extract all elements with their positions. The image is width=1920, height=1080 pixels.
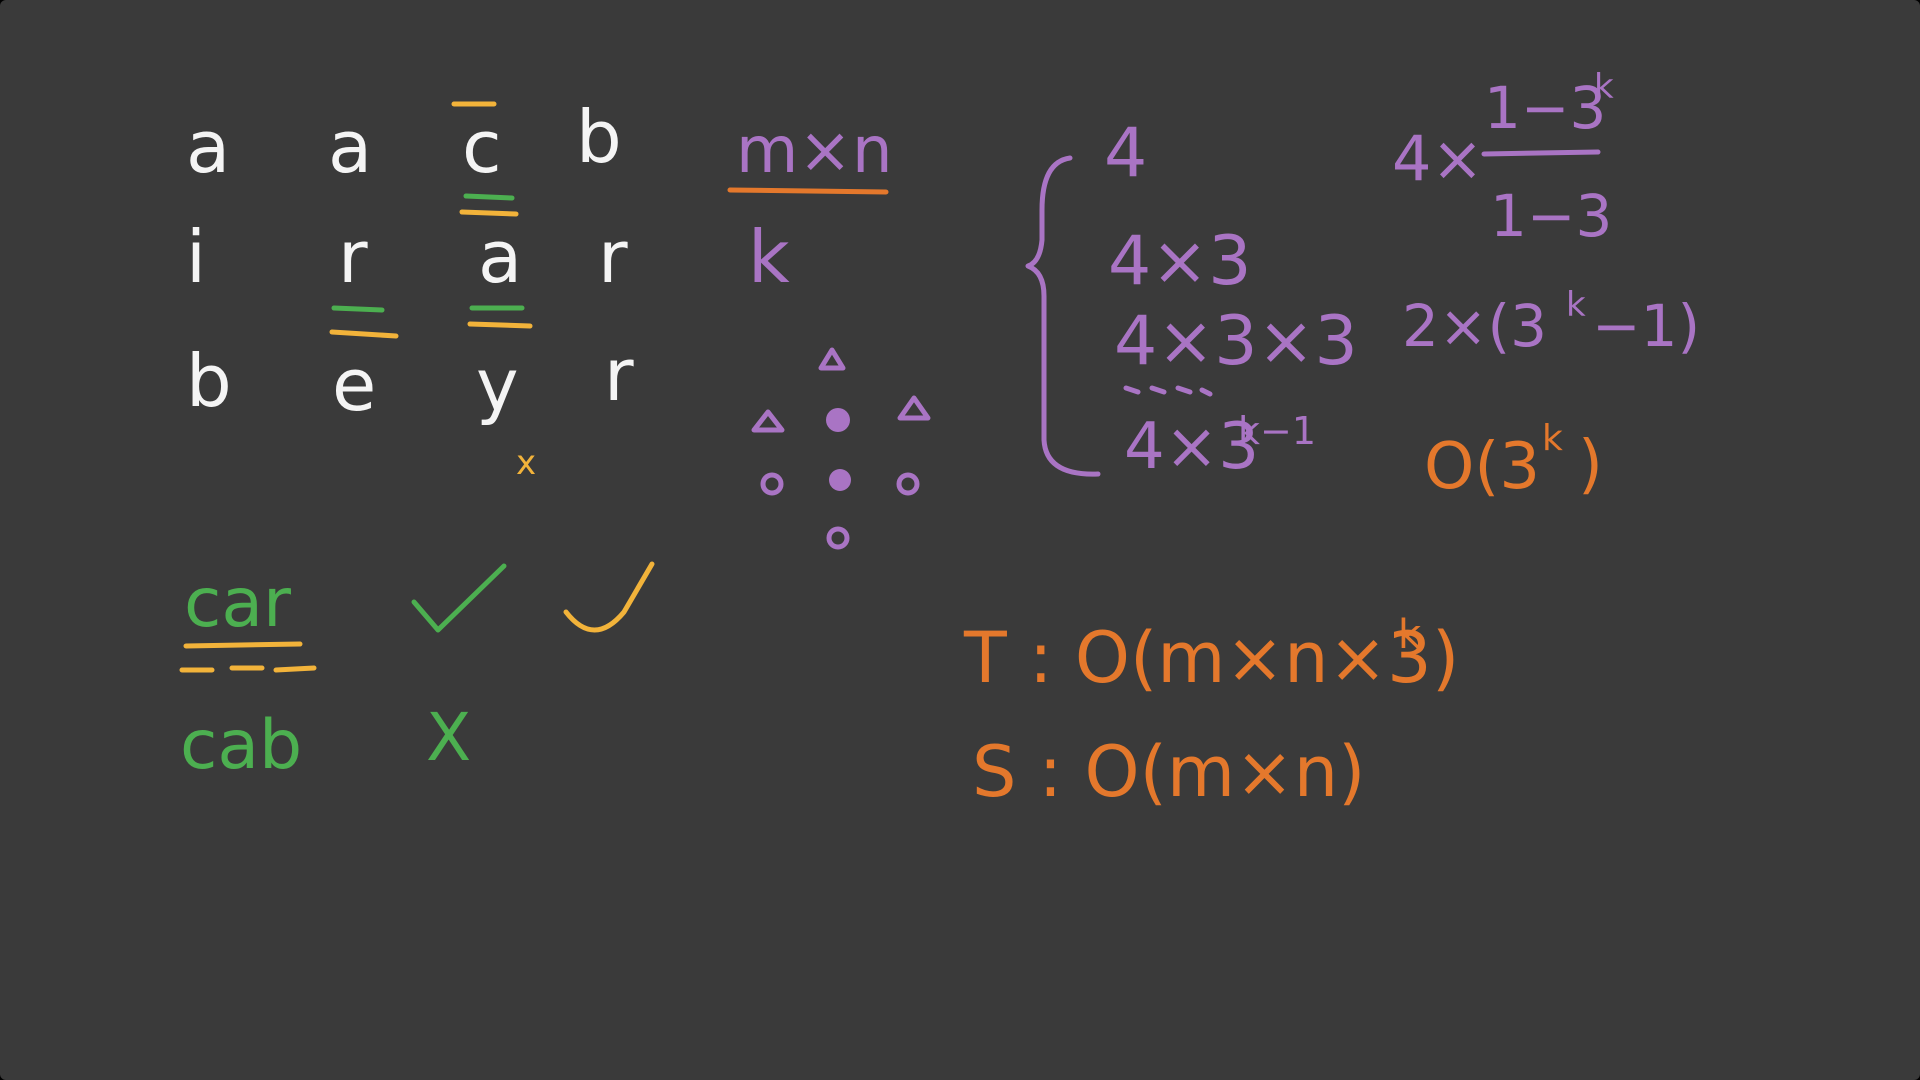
grid-cell: r [604,333,634,417]
triangle-icon [818,347,846,371]
grid-cell: e [332,343,376,427]
ellipsis-dots [1123,385,1213,397]
r-green-underline [331,305,385,313]
grid-cell: r [338,215,368,299]
word-list: car cab X [179,561,655,785]
time-complexity: T : O(m×n×3 [963,617,1432,699]
time-complexity-tail: ) [1432,617,1459,699]
grid-cell: c [462,105,502,189]
grid-cell: b [576,95,622,179]
sum-denominator: 1−3 [1490,182,1612,250]
dimension-notes: m×n k [727,114,893,299]
cab-cross-mark: X [426,699,471,776]
sum-simplified-tail: −1) [1592,292,1700,360]
series-line-3: 4×3×3 [1114,302,1358,381]
neighbor-circle-icon [826,526,850,550]
series-derivation: 4 4×3 4×3×3 4×3 k−1 [1025,114,1358,484]
word-cab: cab [180,706,302,785]
car-underline-solid [183,641,303,649]
bigo-series: O(3 [1424,430,1540,504]
left-brace [1025,155,1101,477]
sum-numerator-exponent: k [1594,67,1614,107]
car-underline-dashed [179,665,317,673]
mxn-underline [727,187,889,195]
green-check-icon [411,563,507,633]
series-line-4: 4×3 [1124,410,1259,484]
grid-cell: a [328,105,372,189]
sum-prefix: 4× [1392,122,1483,195]
series-line-4-exponent: k−1 [1238,409,1316,453]
a-yellow-underline [467,321,533,329]
space-complexity: S : O(m×n) [972,731,1365,813]
sum-simplified-exponent: k [1566,285,1586,325]
series-line-1: 4 [1104,114,1147,193]
y-cross-mark: x [516,443,536,483]
neighbor-circle-icon [760,472,784,496]
sum-derivation: 4× 1−3 k 1−3 2×(3 k −1) O(3 k ) [1392,67,1700,504]
sum-simplified: 2×(3 [1402,292,1547,360]
neighbor-diagram [751,347,931,550]
time-complexity-exponent: k [1398,612,1422,658]
c-green-underline [463,193,515,201]
grid-cell: i [186,215,206,299]
triangle-icon [897,395,931,421]
triangle-icon [751,409,785,433]
letter-grid: a a c b i r a r b e y r x [186,95,634,483]
grid-cell: y [476,343,519,427]
grid-cell: a [478,215,522,299]
r-yellow-underline [329,329,399,339]
fraction-bar [1481,149,1601,157]
current-cell-dot [829,469,851,491]
bigo-series-exponent: k [1542,418,1563,459]
neighbor-circle-icon [896,472,920,496]
bigo-series-tail: ) [1578,428,1603,502]
series-line-2: 4×3 [1108,222,1252,301]
word-car: car [184,564,291,643]
c-yellow-underline [459,209,519,217]
current-cell-dot [826,408,850,432]
dims-k: k [748,215,790,299]
grid-cell: a [186,105,230,189]
grid-cell: r [598,215,628,299]
complexity-summary: T : O(m×n×3 k ) S : O(m×n) [963,612,1459,813]
dims-mxn: m×n [736,114,893,188]
grid-cell: b [186,339,232,423]
yellow-check-icon [563,561,655,633]
sum-numerator: 1−3 [1484,74,1606,142]
